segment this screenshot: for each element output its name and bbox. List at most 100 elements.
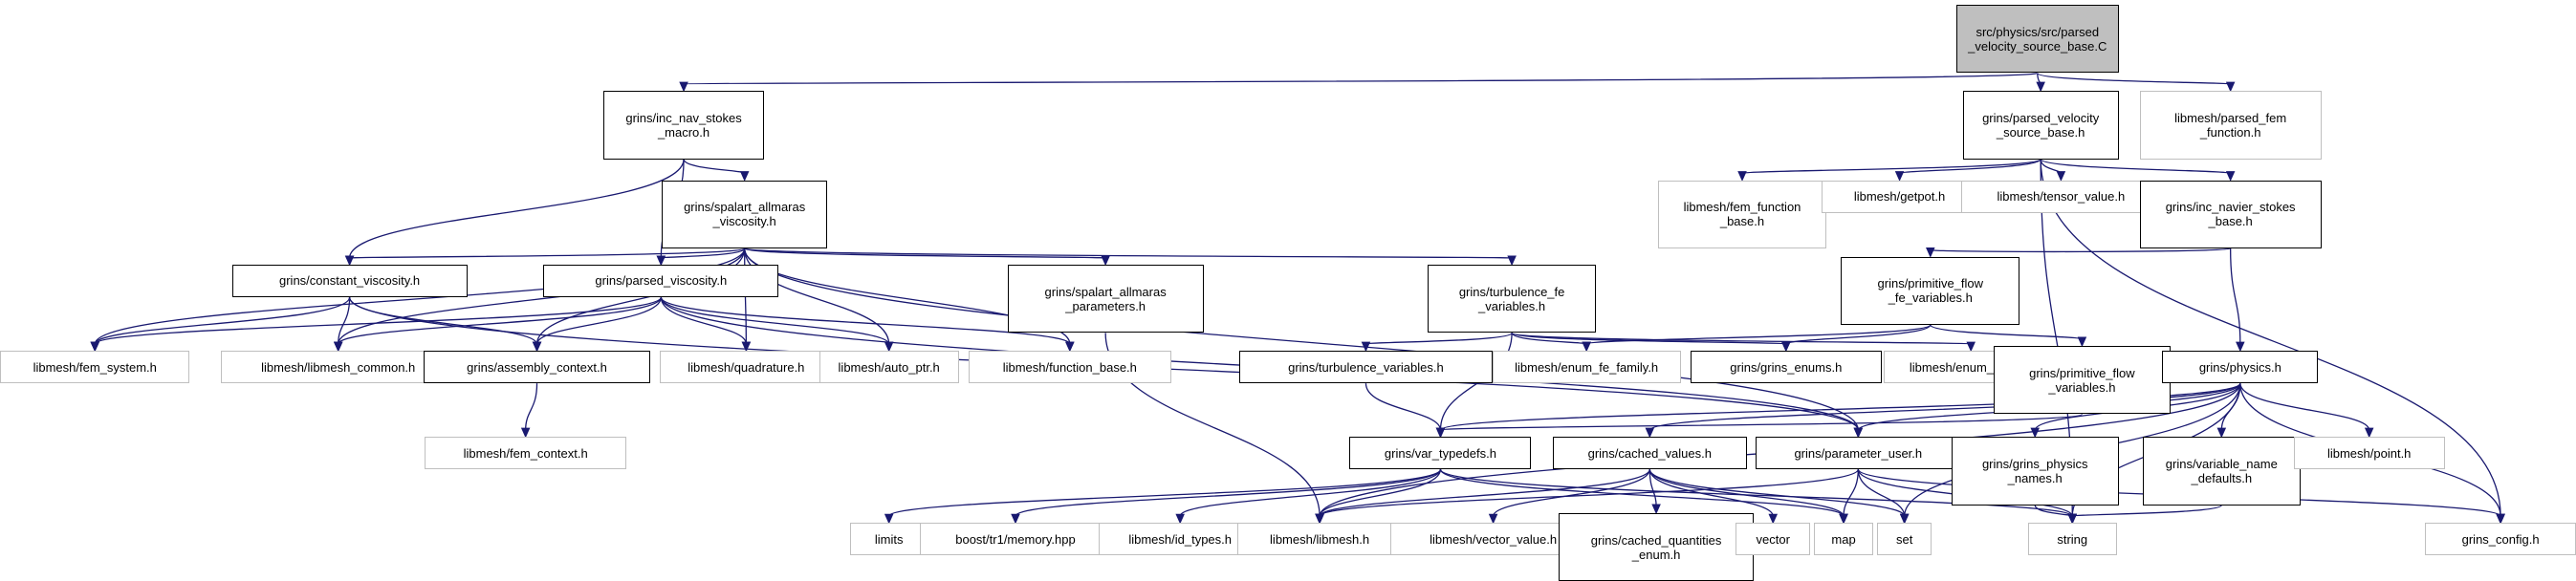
- node-auto-ptr: libmesh/auto_ptr.h: [819, 351, 959, 384]
- include-dependency-graph: src/physics/src/parsed _velocity_source_…: [0, 5, 2576, 581]
- node-vector: vector: [1736, 523, 1811, 556]
- node-physics[interactable]: grins/physics.h: [2162, 351, 2319, 384]
- arrowhead-turb_fe-to-enum_order: [1966, 341, 1976, 353]
- arrowhead-param_user-to-set: [1899, 513, 1910, 525]
- edge-cached_vals-to-cq_enum: [1648, 469, 1657, 507]
- edge-ins_macro-to-const_visc: [348, 159, 685, 259]
- edge-parsed_visc-to-auto_ptr: [660, 296, 890, 345]
- arrowhead-physics-to-var_defaults: [2216, 427, 2227, 439]
- arrowhead-sa_visc-to-turb_fe: [1507, 255, 1517, 267]
- edge-prim_fe-to-enum_fe: [1585, 324, 1932, 345]
- arrowhead-parsed_visc-to-fn_base: [1065, 341, 1075, 353]
- arrowhead-pvsb-to-fem_fn_base: [1737, 171, 1747, 182]
- arrowhead-root-to-pfem: [2225, 81, 2236, 93]
- arrowhead-turb_fe-to-turb_vars: [1361, 341, 1371, 353]
- node-prim-vars[interactable]: grins/primitive_flow _variables.h: [1993, 345, 2171, 415]
- node-grins-config: grins_config.h: [2425, 523, 2576, 556]
- node-parsed-visc[interactable]: grins/parsed_viscosity.h: [543, 265, 779, 297]
- edge-parsed_visc-to-fn_base: [660, 296, 1071, 345]
- edge-turb_fe-to-turb_vars: [1364, 332, 1513, 345]
- arrowhead-turb_fe-to-grins_enums: [1781, 341, 1791, 353]
- node-sa-visc[interactable]: grins/spalart_allmaras _viscosity.h: [662, 180, 828, 248]
- arrowhead-cached_vals-to-vec_value: [1488, 513, 1498, 525]
- node-fem-fn-base: libmesh/fem_function _base.h: [1657, 180, 1827, 248]
- node-root: src/physics/src/parsed _velocity_source_…: [1955, 5, 2119, 74]
- node-turb-fe[interactable]: grins/turbulence_fe _variables.h: [1427, 265, 1597, 334]
- node-map: map: [1813, 523, 1874, 556]
- edge-var_td-to-tr1mem: [1015, 468, 1442, 517]
- node-phys-names[interactable]: grins/grins_physics _names.h: [1951, 437, 2119, 506]
- node-const-visc[interactable]: grins/constant_viscosity.h: [231, 265, 468, 297]
- arrowhead-inc_ns_base-to-prim_fe: [1926, 247, 1935, 258]
- edge-cached_vals-to-map: [1648, 468, 1845, 517]
- edge-pvsb-to-fem_fn_base: [1741, 158, 2041, 175]
- edge-sa_visc-to-const_visc: [348, 247, 746, 259]
- node-prim-fe[interactable]: grins/primitive_flow _fe_variables.h: [1841, 256, 2020, 325]
- node-enum-fe: libmesh/enum_fe_family.h: [1492, 351, 1681, 384]
- arrowhead-cached_vals-to-vector: [1768, 513, 1779, 525]
- node-tr1mem: boost/tr1/memory.hpp: [919, 523, 1112, 556]
- arrowhead-param_user-to-libmesh: [1315, 513, 1324, 525]
- arrowhead-var_td-to-id_types: [1175, 513, 1185, 525]
- node-cached-vals[interactable]: grins/cached_values.h: [1552, 437, 1748, 470]
- arrowhead-var_defaults-to-string: [2067, 513, 2078, 525]
- edge-var_td-to-libmesh: [1319, 469, 1442, 517]
- edge-sa_visc-to-quadrature: [744, 248, 748, 345]
- node-var-td[interactable]: grins/var_typedefs.h: [1349, 437, 1532, 470]
- arrowhead-sa_visc-to-sa_params: [1101, 255, 1110, 267]
- node-param-user[interactable]: grins/parameter_user.h: [1755, 437, 1962, 470]
- edge-param_user-to-libmesh: [1319, 468, 1859, 517]
- node-inc-ns-base[interactable]: grins/inc_navier_stokes _base.h: [2139, 180, 2322, 248]
- edge-pvsb-to-inc_ns_base: [2040, 158, 2232, 175]
- edge-physics-to-point: [2239, 382, 2370, 431]
- arrowhead-physics-to-point: [2364, 427, 2374, 439]
- edge-var_td-to-id_types: [1179, 468, 1442, 517]
- node-string: string: [2027, 523, 2117, 556]
- edge-parsed_visc-to-quadrature: [660, 296, 748, 345]
- edge-turb_fe-to-enum_order: [1511, 332, 1972, 345]
- edge-inc_ns_base-to-prim_fe: [1930, 247, 2232, 253]
- edge-var_td-to-limits: [888, 468, 1442, 517]
- edge-sa_visc-to-sa_params: [744, 247, 1106, 259]
- edge-prim_fe-to-prim_vars: [1930, 324, 2084, 340]
- node-libmesh: libmesh/libmesh.h: [1237, 523, 1402, 556]
- edge-var_defaults-to-string: [2071, 504, 2222, 517]
- edge-physics-to-var_td: [1439, 382, 2241, 431]
- edge-inc_ns_base-to-physics: [2230, 248, 2241, 345]
- arrowhead-physics-to-param_user: [1853, 427, 1864, 439]
- edge-pvsb-to-getpot: [1898, 158, 2041, 175]
- node-asm-ctx[interactable]: grins/assembly_context.h: [423, 351, 651, 384]
- node-pvsb[interactable]: grins/parsed_velocity _source_base.h: [1962, 91, 2119, 160]
- edge-param_user-to-map: [1843, 469, 1859, 517]
- arrowhead-sa_visc-to-const_visc: [344, 255, 355, 267]
- node-ins-macro[interactable]: grins/inc_nav_stokes _macro.h: [603, 91, 765, 160]
- node-turb-vars[interactable]: grins/turbulence_variables.h: [1239, 351, 1493, 384]
- arrowhead-var_td-to-tr1mem: [1011, 513, 1020, 525]
- edge-physics-to-cached_vals: [1648, 382, 2241, 431]
- arrowhead-pvsb-to-getpot: [1894, 171, 1905, 182]
- arrowhead-parsed_visc-to-quadrature: [741, 341, 752, 353]
- arrowhead-cached_vals-to-cq_enum: [1651, 504, 1661, 515]
- arrowhead-parsed_visc-to-auto_ptr: [884, 341, 894, 353]
- edge-const_visc-to-fem_system: [94, 296, 351, 345]
- edge-cached_vals-to-libmesh: [1319, 468, 1650, 517]
- node-limits: limits: [849, 523, 928, 556]
- edge-sa_visc-to-turb_fe: [744, 247, 1513, 259]
- node-sa-params[interactable]: grins/spalart_allmaras _parameters.h: [1007, 265, 1204, 334]
- node-var-defaults[interactable]: grins/variable_name _defaults.h: [2143, 437, 2301, 506]
- edge-parsed_visc-to-lm_common: [338, 296, 662, 345]
- node-grins-enums[interactable]: grins/grins_enums.h: [1690, 351, 1882, 384]
- arrowhead-prim_fe-to-prim_vars: [2077, 336, 2087, 348]
- arrowhead-physics-to-cached_vals: [1645, 427, 1655, 439]
- edge-turb_fe-to-var_td: [1439, 333, 1513, 431]
- arrowhead-pvsb-to-tensor: [2056, 171, 2066, 182]
- arrowhead-parsed_visc-to-lm_common: [333, 341, 343, 353]
- edge-root-to-pfem: [2037, 72, 2232, 85]
- node-cq-enum[interactable]: grins/cached_quantities _enum.h: [1559, 513, 1754, 581]
- edge-ins_macro-to-sa_visc: [683, 159, 746, 175]
- edge-param_user-to-set: [1857, 469, 1906, 517]
- node-set: set: [1876, 523, 1932, 556]
- edge-cached_vals-to-set: [1648, 468, 1906, 517]
- node-fn-base: libmesh/function_base.h: [968, 351, 1171, 384]
- edge-parsed_visc-to-asm_ctx: [535, 296, 662, 345]
